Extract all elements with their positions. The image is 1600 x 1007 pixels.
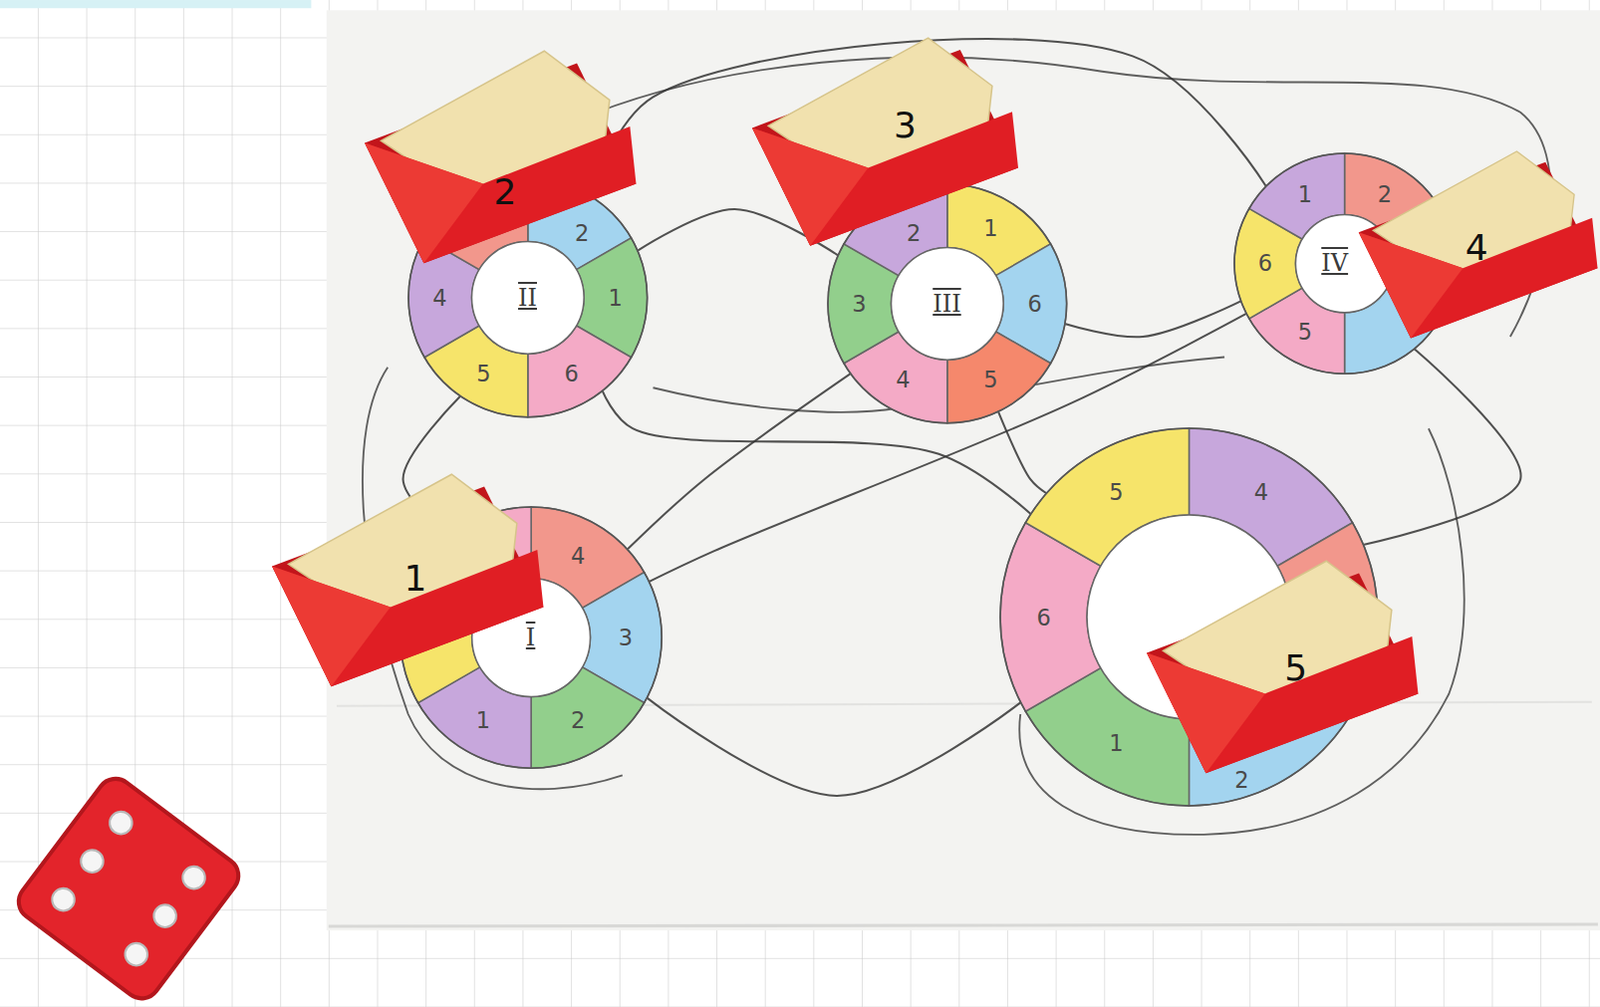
- segment-number: 1: [983, 217, 998, 241]
- die-face: [10, 772, 246, 1007]
- segment-number: 1: [476, 708, 491, 732]
- segment-number: 5: [1108, 480, 1123, 504]
- envelope-shape: [1144, 550, 1421, 781]
- segment-number: 3: [851, 292, 866, 316]
- pencil-path: [1065, 300, 1242, 337]
- envelope-card: 1: [269, 464, 546, 694]
- envelope-number: 1: [403, 560, 427, 597]
- wheel-segment: [400, 572, 481, 704]
- segment-number: 4: [1254, 480, 1269, 504]
- envelope-shade: [1358, 233, 1464, 339]
- segment-number: 1: [607, 286, 622, 310]
- wheel-hub: [471, 578, 590, 698]
- die-pip: [47, 883, 80, 916]
- envelope-number: 3: [893, 107, 917, 144]
- wheel-rim: [400, 507, 662, 769]
- envelope-shade: [752, 127, 868, 246]
- segment-number: 2: [570, 708, 585, 732]
- envelope-shape: [750, 27, 1021, 254]
- die-pip: [149, 900, 182, 933]
- paper-edge: [328, 924, 1599, 927]
- pencil-path: [1362, 348, 1521, 545]
- envelope-number: 4: [1465, 230, 1489, 267]
- segment-number: 2: [1377, 183, 1392, 207]
- segment-number: 3: [618, 626, 633, 650]
- segment-number: 6: [1037, 605, 1052, 629]
- envelope-card: 3: [750, 27, 1021, 254]
- segment-number: 5: [1298, 320, 1313, 344]
- die-pip: [178, 861, 211, 894]
- segment-number: 6: [1258, 252, 1273, 275]
- die: [10, 772, 246, 1007]
- envelope-number: 5: [1284, 650, 1308, 687]
- segment-number: 1: [1298, 183, 1313, 207]
- envelope-shade: [364, 142, 484, 264]
- pencil-path: [626, 373, 850, 549]
- segment-number: 5: [983, 368, 998, 392]
- envelope-card: 5: [1144, 550, 1421, 781]
- wheel-segment: [417, 507, 532, 608]
- wheel-numeral: II: [518, 285, 537, 310]
- wheel-numeral: I: [526, 625, 535, 650]
- wheel-numeral: IV: [1321, 251, 1348, 275]
- envelope-card: 4: [1356, 142, 1600, 345]
- segment-number: 4: [570, 543, 585, 567]
- die-pips: [47, 806, 211, 971]
- top-strip: [0, 0, 311, 8]
- segment-number: 6: [563, 362, 578, 386]
- envelope-number: 2: [494, 174, 518, 211]
- segment-number: 4: [432, 286, 447, 310]
- segment-number: 6: [1027, 292, 1042, 316]
- segment-number: 2: [1234, 769, 1249, 793]
- envelope-card: 2: [362, 40, 639, 270]
- die-pip: [76, 845, 109, 878]
- envelope-front: [1358, 218, 1599, 339]
- envelope-front: [1146, 636, 1418, 774]
- wheel-hub: [890, 248, 1004, 361]
- die-pip: [105, 806, 138, 839]
- segment-number: 2: [906, 221, 921, 245]
- pencil-path: [646, 697, 1021, 797]
- envelope-shape: [362, 40, 639, 270]
- envelope-shade: [271, 565, 391, 687]
- pencil-loops: [362, 57, 1552, 835]
- wheel-numeral: III: [932, 291, 961, 316]
- envelope-shade: [1146, 652, 1266, 774]
- die-pip: [120, 938, 153, 971]
- wheel-rim: [827, 184, 1067, 424]
- segment-number: 2: [574, 222, 589, 246]
- wheel-hub: [471, 242, 584, 355]
- drawing-paper: [326, 9, 1600, 931]
- segment-number: 5: [476, 362, 491, 386]
- segment-number: 4: [895, 368, 910, 392]
- segment-number: 1: [1108, 731, 1123, 755]
- wheel-rim: [408, 178, 648, 418]
- pencil-path: [998, 411, 1047, 494]
